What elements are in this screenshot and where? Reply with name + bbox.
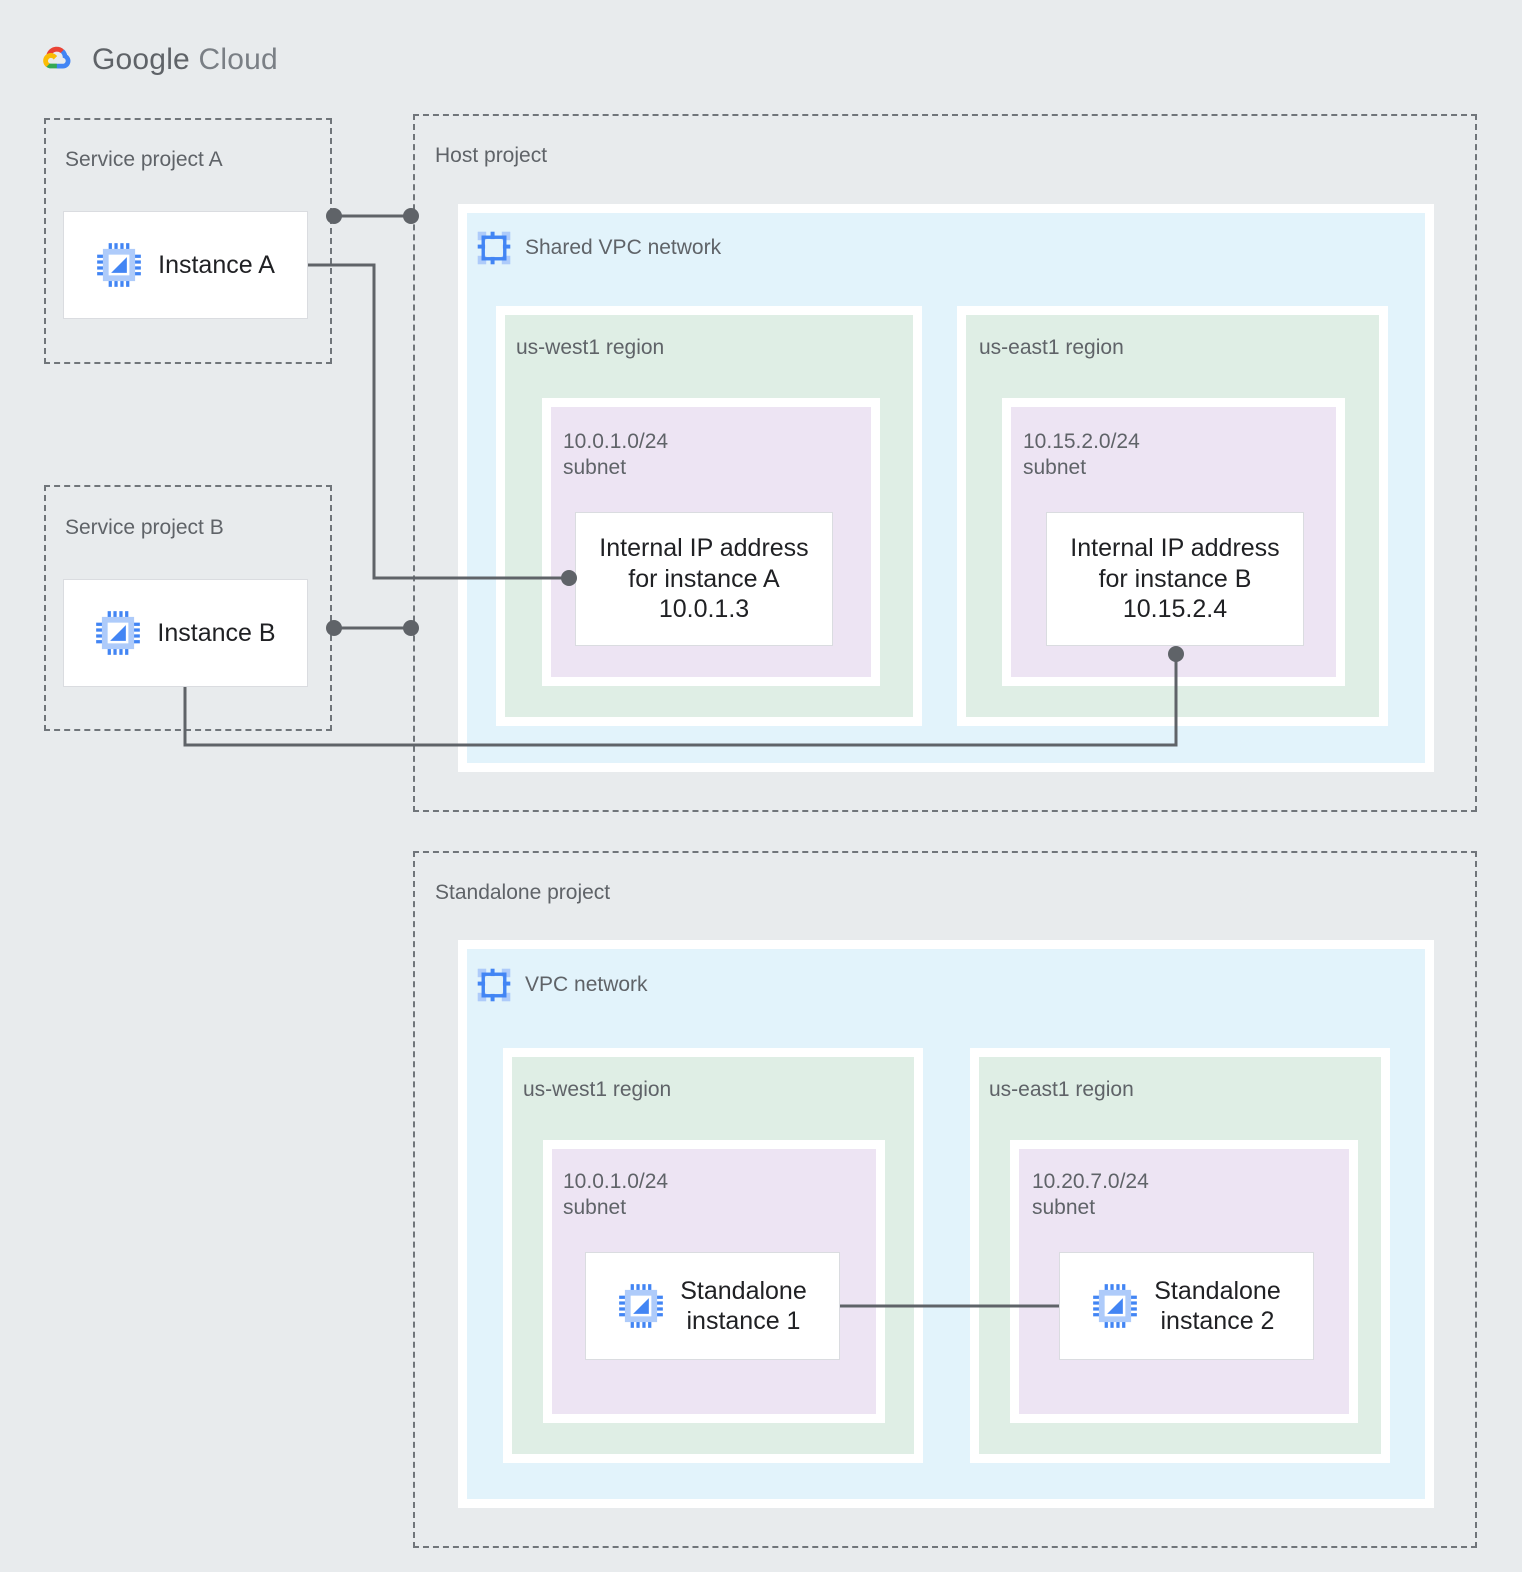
cpu-instance-icon <box>619 1284 664 1328</box>
service-project-a-label: Service project A <box>65 148 223 171</box>
connector-service-b-to-host-boundary <box>326 620 419 636</box>
service-project-b-label: Service project B <box>65 516 224 539</box>
host-region-us-west1-label: us-west1 region <box>516 336 665 359</box>
instance-a-node[interactable]: Instance A <box>63 211 308 319</box>
google-cloud-logo-icon <box>43 46 71 69</box>
host-subnet-10-0-1-0-label: 10.0.1.0/24 subnet <box>563 430 669 480</box>
standalone-subnet-10-20-7-0-label: 10.20.7.0/24 subnet <box>1032 1170 1149 1220</box>
google-cloud-brand: Google Cloud <box>34 38 278 82</box>
cpu-instance-icon <box>97 243 141 287</box>
standalone-instance-2-node[interactable]: Standalone instance 2 <box>1059 1252 1314 1360</box>
vpc-network-icon <box>477 968 511 1002</box>
internal-ip-instance-a-node[interactable]: Internal IP address for instance A 10.0.… <box>575 512 833 646</box>
service-project-a-container <box>44 118 332 364</box>
host-region-us-east1-label: us-east1 region <box>979 336 1124 359</box>
shared-vpc-network-label: Shared VPC network <box>525 236 722 259</box>
shared-vpc-network-header: Shared VPC network <box>477 231 721 265</box>
standalone-instance-1-label: Standalone instance 1 <box>680 1276 807 1336</box>
standalone-region-us-west1-label: us-west1 region <box>523 1078 672 1101</box>
standalone-instance-1-node[interactable]: Standalone instance 1 <box>585 1252 840 1360</box>
standalone-project-label: Standalone project <box>435 881 611 904</box>
internal-ip-instance-b-node[interactable]: Internal IP address for instance B 10.15… <box>1046 512 1304 646</box>
internal-ip-instance-b-label: Internal IP address for instance B 10.15… <box>1070 534 1280 624</box>
vpc-network-header: VPC network <box>477 968 648 1002</box>
connector-service-a-to-host-boundary <box>326 208 419 224</box>
brand-wordmark: Google Cloud <box>92 43 278 77</box>
standalone-region-us-east1-label: us-east1 region <box>989 1078 1134 1101</box>
brand-word-google: Google <box>92 43 190 76</box>
instance-b-node[interactable]: Instance B <box>63 579 308 687</box>
cpu-instance-icon <box>96 611 141 655</box>
vpc-network-label: VPC network <box>525 973 648 996</box>
instance-a-label: Instance A <box>158 250 275 279</box>
standalone-project-container <box>413 851 1477 1548</box>
host-subnet-10-15-2-0-label: 10.15.2.0/24 subnet <box>1023 430 1140 480</box>
internal-ip-instance-a-label: Internal IP address for instance A 10.0.… <box>599 534 809 624</box>
standalone-subnet-10-0-1-0-label: 10.0.1.0/24 subnet <box>563 1170 669 1220</box>
instance-b-label: Instance B <box>157 618 276 647</box>
host-project-label: Host project <box>435 144 548 167</box>
brand-word-cloud: Cloud <box>198 43 278 76</box>
cpu-instance-icon <box>1093 1284 1138 1328</box>
vpc-network-icon <box>477 231 511 265</box>
standalone-instance-2-label: Standalone instance 2 <box>1154 1276 1281 1336</box>
